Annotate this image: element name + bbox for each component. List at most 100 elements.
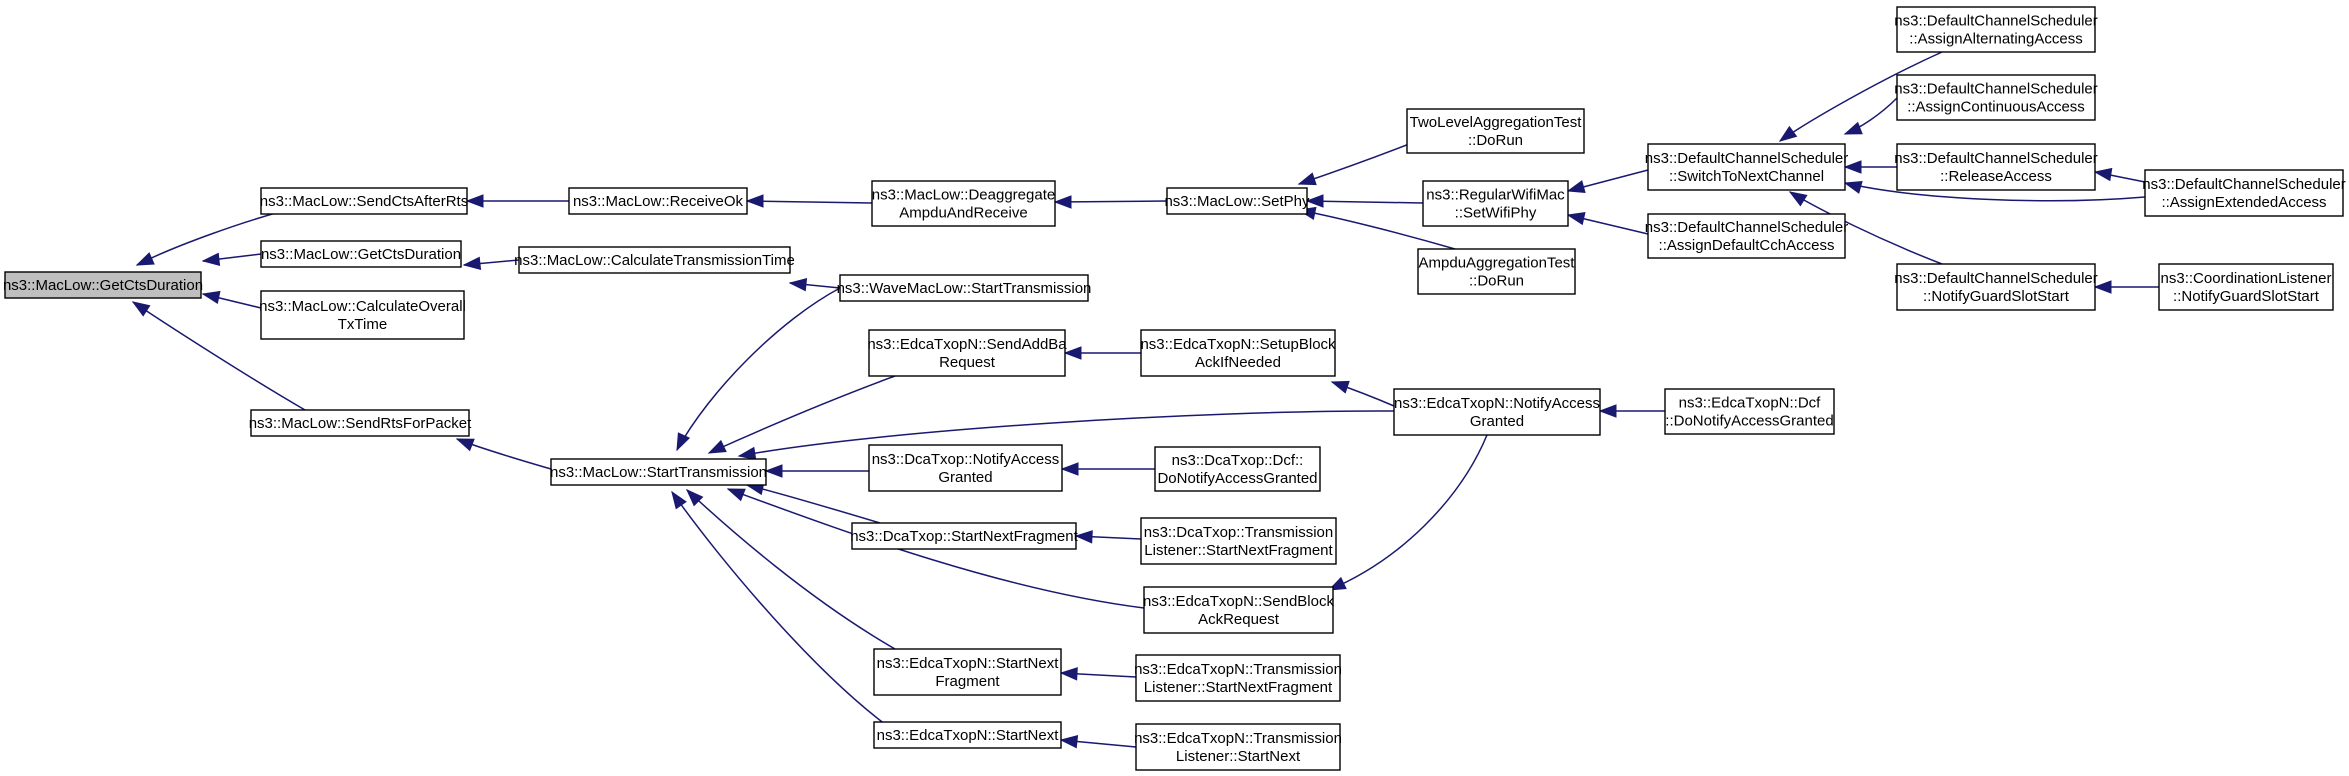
call-edge-arrowhead <box>1778 125 1798 142</box>
node-box <box>1647 213 1846 259</box>
node-label: Listener::StartNext <box>1176 748 1301 765</box>
call-edge-arrowhead <box>2093 167 2113 182</box>
node-label: ns3::MacLow::GetCtsDuration <box>3 277 203 294</box>
node-edca-trans-listener-frag[interactable]: ns3::EdcaTxopN::TransmissionListener::St… <box>1134 654 1342 702</box>
node-box <box>871 180 1056 227</box>
node-dca-do-notify[interactable]: ns3::DcaTxop::Dcf::DoNotifyAccessGranted <box>1154 446 1321 492</box>
node-release-access[interactable]: ns3::DefaultChannelScheduler::ReleaseAcc… <box>1894 143 2098 191</box>
call-edge <box>676 287 841 451</box>
call-edge-arrowhead <box>1843 160 1862 174</box>
call-edge-arrowhead <box>1843 121 1863 135</box>
node-edca-start-next-fragment[interactable]: ns3::EdcaTxopN::StartNextFragment <box>873 648 1062 696</box>
node-assign-default-cch[interactable]: ns3::DefaultChannelScheduler::AssignDefa… <box>1645 213 1848 259</box>
node-box <box>1143 586 1334 634</box>
node-set-wifi-phy[interactable]: ns3::RegularWifiMac::SetWifiPhy <box>1422 180 1569 227</box>
node-box <box>2144 169 2344 217</box>
node-box <box>518 246 791 274</box>
node-label: ::ReleaseAccess <box>1940 168 2052 185</box>
node-label: ns3::EdcaTxopN::Transmission <box>1134 730 1342 747</box>
node-notify-guard-slot-start[interactable]: ns3::DefaultChannelScheduler::NotifyGuar… <box>1894 263 2098 311</box>
node-label: ::AssignDefaultCchAccess <box>1659 237 1835 254</box>
node-label: ::DoNotifyAccessGranted <box>1665 413 1833 430</box>
node-label: Granted <box>938 469 992 486</box>
call-edge-arrowhead <box>1305 194 1324 208</box>
node-edca-dcf-do-notify[interactable]: ns3::EdcaTxopN::Dcf::DoNotifyAccessGrant… <box>1664 388 1835 435</box>
node-send-rts-for-packet[interactable]: ns3::MacLow::SendRtsForPacket <box>249 409 472 437</box>
node-ampdu-test[interactable]: AmpduAggregationTest::DoRun <box>1417 248 1576 295</box>
node-box <box>1896 74 2096 121</box>
node-label: Listener::StartNextFragment <box>1144 542 1333 559</box>
node-label: AckIfNeeded <box>1195 354 1281 371</box>
node-label: ::AssignExtendedAccess <box>2161 194 2326 211</box>
node-box <box>873 648 1062 696</box>
node-send-cts-after-rts[interactable]: ns3::MacLow::SendCtsAfterRts <box>260 187 468 215</box>
call-edge-arrowhead <box>1053 195 1072 209</box>
call-edge <box>1306 200 1424 204</box>
node-get-cts-duration2[interactable]: ns3::MacLow::GetCtsDuration <box>260 240 462 268</box>
node-label: Listener::StartNextFragment <box>1144 679 1333 696</box>
node-box <box>1135 654 1341 702</box>
node-assign-extended[interactable]: ns3::DefaultChannelScheduler::AssignExte… <box>2142 169 2346 217</box>
call-edge-arrowhead <box>1598 404 1617 418</box>
node-dca-trans-listener[interactable]: ns3::DcaTxop::TransmissionListener::Star… <box>1140 517 1337 565</box>
node-label: ns3::DefaultChannelScheduler <box>1894 150 2097 167</box>
node-label: ns3::MacLow::SetPhy <box>1164 193 1310 210</box>
node-label: ns3::DcaTxop::NotifyAccess <box>872 451 1060 468</box>
node-box <box>1135 723 1341 771</box>
node-label: ns3::EdcaTxopN::Transmission <box>1134 661 1342 678</box>
node-box <box>851 522 1077 550</box>
node-box <box>568 187 748 215</box>
node-edca-start-next[interactable]: ns3::EdcaTxopN::StartNext <box>873 721 1062 749</box>
node-label: ns3::MacLow::SendRtsForPacket <box>249 415 472 432</box>
node-box <box>260 240 462 268</box>
node-label: ns3::EdcaTxopN::StartNext <box>877 727 1060 744</box>
node-label: DoNotifyAccessGranted <box>1157 470 1317 487</box>
node-label: ns3::DefaultChannelScheduler <box>2142 176 2345 193</box>
node-label: TxTime <box>338 316 387 333</box>
node-box <box>1406 108 1585 154</box>
node-coord-listener[interactable]: ns3::CoordinationListener::NotifyGuardSl… <box>2158 263 2334 311</box>
node-wave-start-transmission[interactable]: ns3::WaveMacLow::StartTransmission <box>837 274 1092 302</box>
node-label: ns3::MacLow::CalculateOverall <box>259 298 466 315</box>
node-label: ns3::MacLow::StartTransmission <box>550 464 767 481</box>
call-edge-arrowhead <box>745 194 764 208</box>
node-calculate-transmission-time[interactable]: ns3::MacLow::CalculateTransmissionTime <box>514 246 795 274</box>
node-label: AmpduAggregationTest <box>1419 255 1576 272</box>
node-label: ns3::DefaultChannelScheduler <box>1645 219 1848 236</box>
node-box <box>550 458 767 486</box>
node-label: ns3::EdcaTxopN::SendBlock <box>1143 593 1334 610</box>
node-label: ns3::EdcaTxopN::SetupBlock <box>1140 336 1336 353</box>
node-label: ns3::DcaTxop::Transmission <box>1144 524 1334 541</box>
node-receive-ok[interactable]: ns3::MacLow::ReceiveOk <box>568 187 748 215</box>
call-edge-arrowhead <box>465 194 484 208</box>
node-get-cts-duration-root[interactable]: ns3::MacLow::GetCtsDuration <box>3 271 203 299</box>
node-label: ::AssignAlternatingAccess <box>1909 31 2082 48</box>
node-edca-notify-access-granted[interactable]: ns3::EdcaTxopN::NotifyAccessGranted <box>1393 388 1601 436</box>
call-edge-arrowhead <box>201 290 221 304</box>
call-edge-arrowhead <box>455 438 475 452</box>
call-edge <box>727 488 1145 609</box>
node-label: AckRequest <box>1198 611 1280 628</box>
node-start-transmission[interactable]: ns3::MacLow::StartTransmission <box>550 458 767 486</box>
node-label: ns3::DefaultChannelScheduler <box>1645 150 1848 167</box>
node-switch-to-next-channel[interactable]: ns3::DefaultChannelScheduler::SwitchToNe… <box>1645 143 1848 191</box>
node-set-phy[interactable]: ns3::MacLow::SetPhy <box>1164 187 1310 215</box>
node-assign-alternating[interactable]: ns3::DefaultChannelScheduler::AssignAlte… <box>1894 6 2098 53</box>
node-two-level-test[interactable]: TwoLevelAggregationTest::DoRun <box>1406 108 1585 154</box>
node-box <box>1896 6 2096 53</box>
node-dca-notify-access-granted[interactable]: ns3::DcaTxop::NotifyAccessGranted <box>868 444 1063 492</box>
node-box <box>839 274 1089 302</box>
node-label: ::AssignContinuousAccess <box>1907 99 2085 116</box>
node-box <box>1140 329 1336 377</box>
call-edge-arrowhead <box>135 252 155 266</box>
node-box <box>1417 248 1576 295</box>
node-edca-trans-listener-next[interactable]: ns3::EdcaTxopN::TransmissionListener::St… <box>1134 723 1342 771</box>
node-dca-start-next-fragment[interactable]: ns3::DcaTxop::StartNextFragment <box>850 522 1079 550</box>
call-edge-arrowhead <box>737 446 757 461</box>
node-assign-continuous[interactable]: ns3::DefaultChannelScheduler::AssignCont… <box>1894 74 2098 121</box>
